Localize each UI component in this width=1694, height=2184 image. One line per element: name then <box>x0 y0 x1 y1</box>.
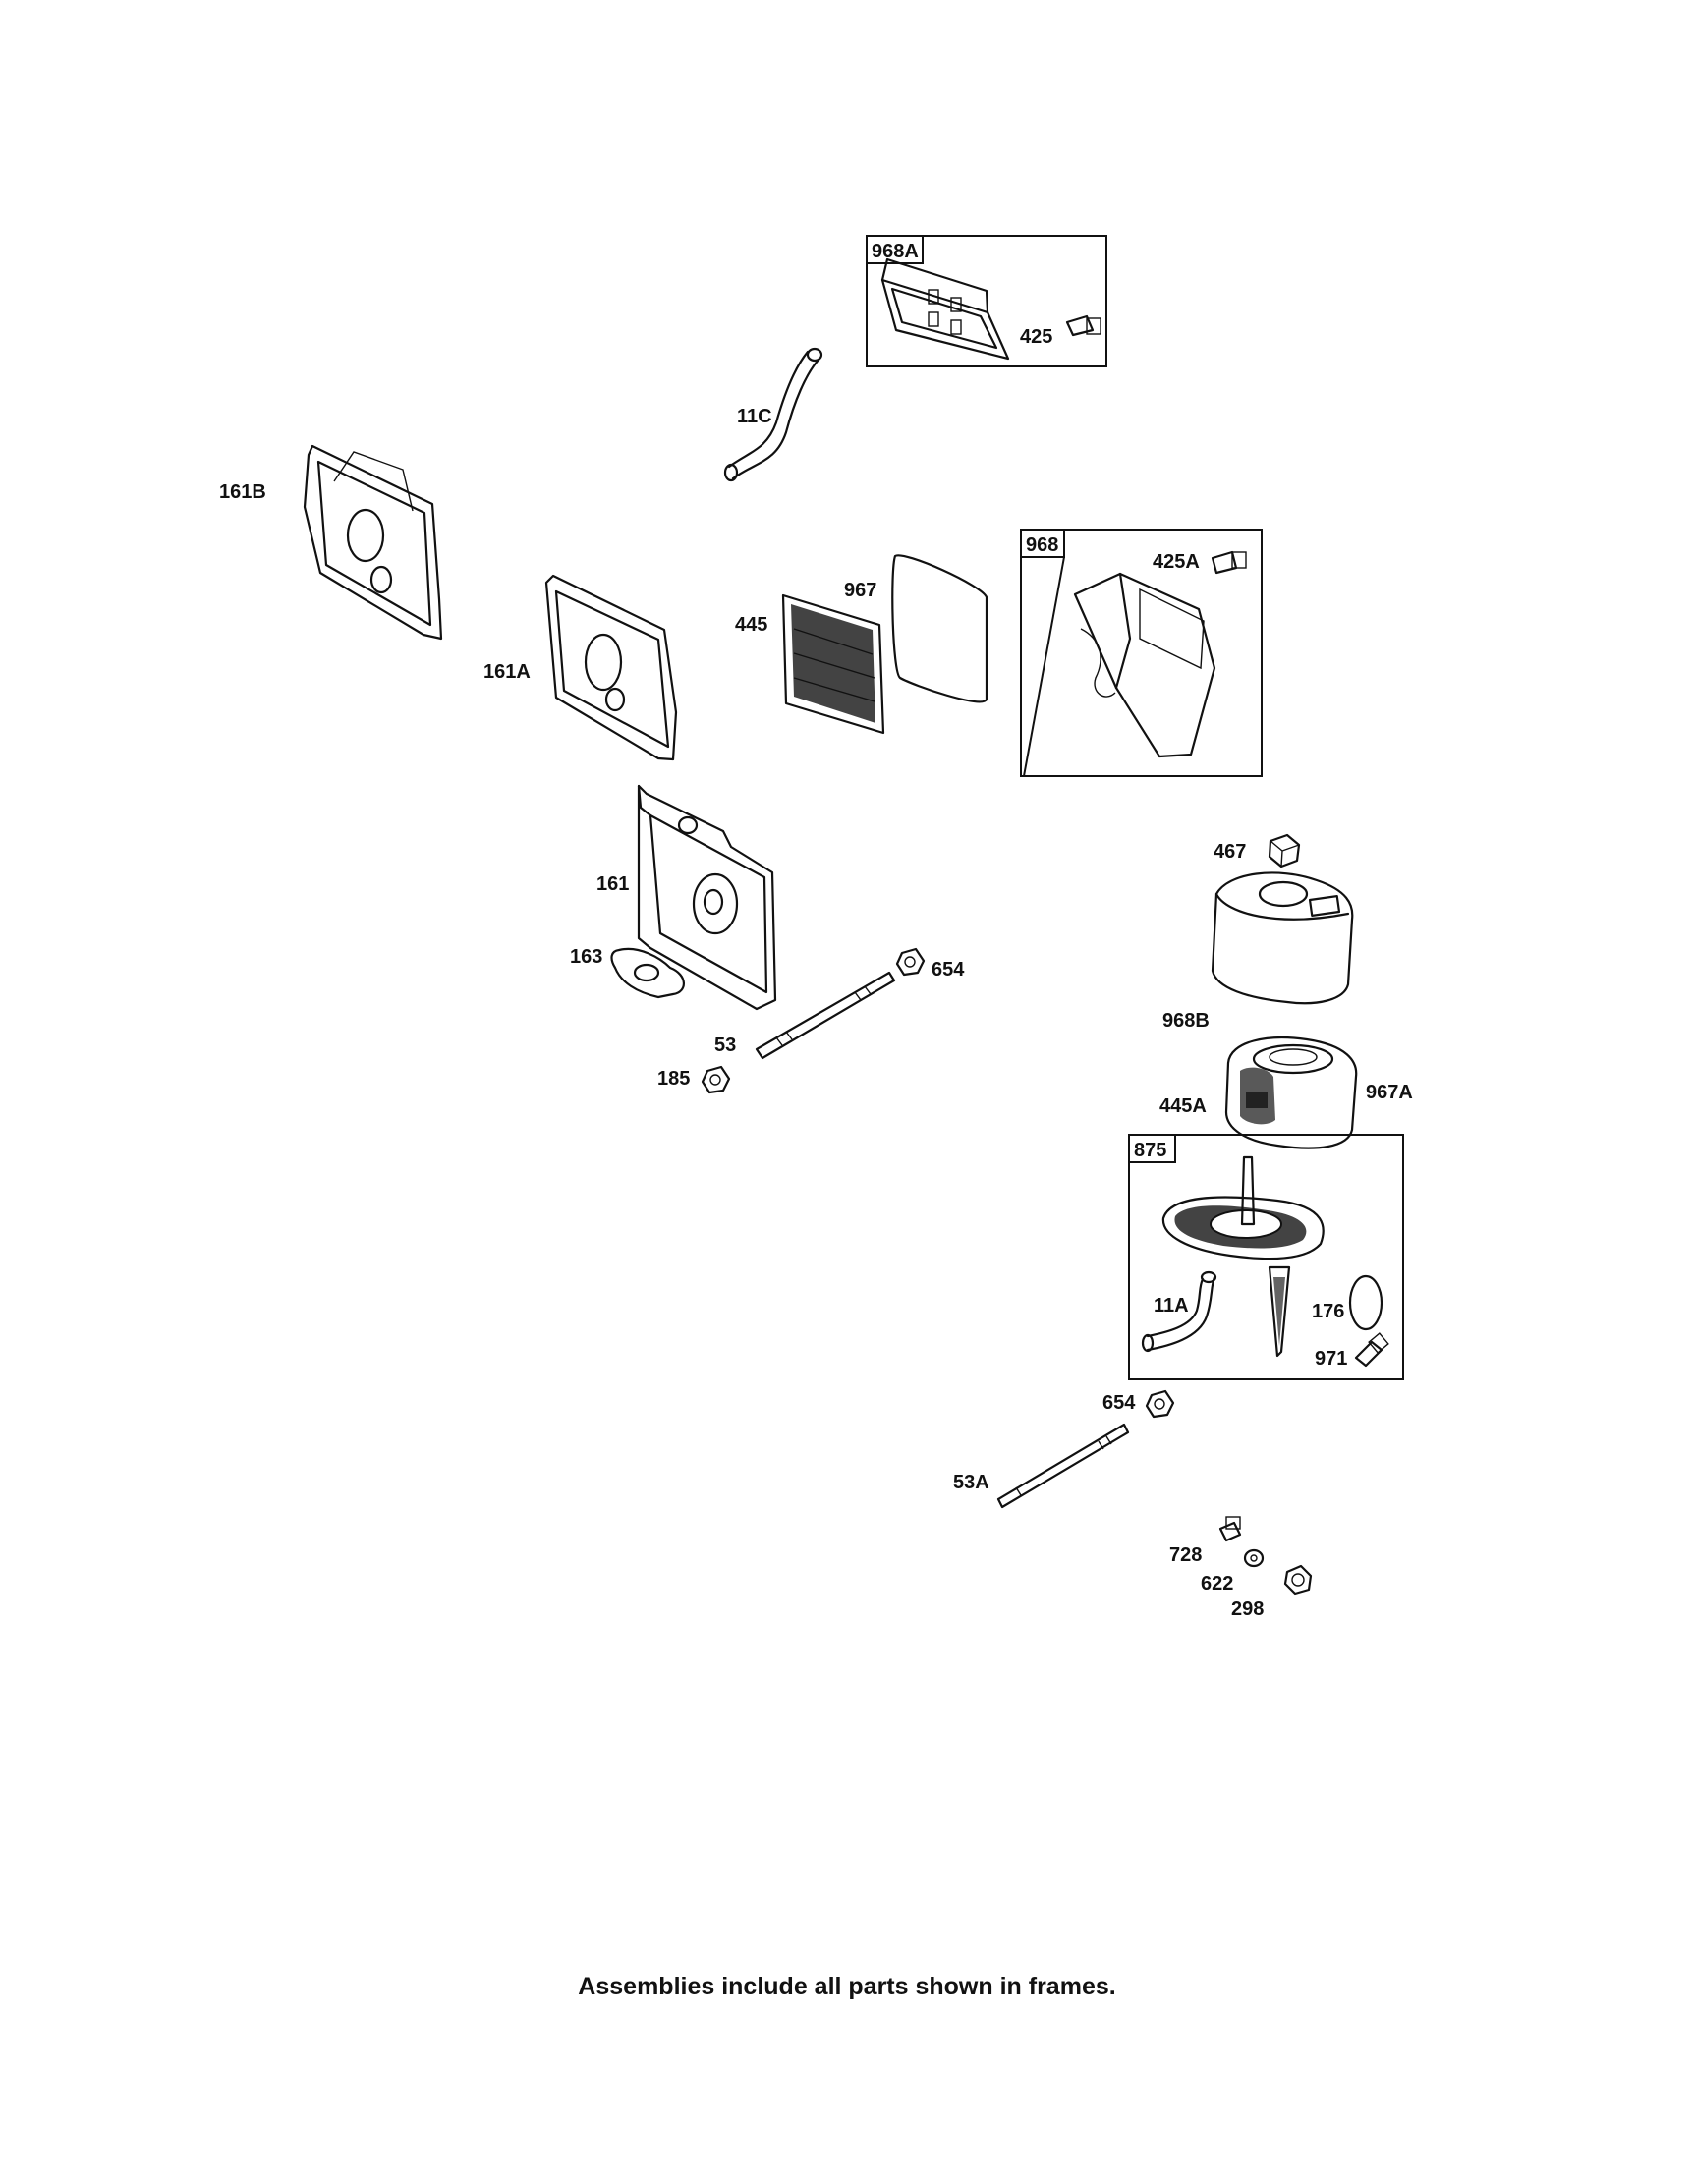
part-161-base <box>637 784 777 1011</box>
part-11C-hose <box>723 347 823 482</box>
label-728: 728 <box>1169 1544 1202 1566</box>
label-161: 161 <box>596 873 629 895</box>
part-654-nut-upper <box>895 947 926 977</box>
part-967-precleaner <box>891 554 988 703</box>
part-161B-cover <box>303 444 443 641</box>
frame-968: 968 <box>1020 529 1263 777</box>
part-445A-filter <box>1240 1067 1275 1125</box>
part-467-nut <box>1268 833 1301 868</box>
frame-875: 875 <box>1128 1134 1404 1380</box>
label-445: 445 <box>735 614 767 636</box>
label-53: 53 <box>714 1035 736 1056</box>
label-185: 185 <box>657 1068 690 1090</box>
label-967A: 967A <box>1366 1082 1413 1103</box>
label-11C: 11C <box>737 406 772 427</box>
part-875-base <box>1161 1155 1325 1358</box>
part-11A-hose <box>1141 1270 1217 1353</box>
part-53-stud <box>755 971 896 1060</box>
part-968B-cover <box>1211 871 1354 1005</box>
part-968A-cover <box>880 257 1010 361</box>
label-467: 467 <box>1214 841 1246 863</box>
frame-968A: 968A <box>866 235 1107 367</box>
part-622-washer <box>1243 1548 1265 1568</box>
part-967A-precleaner <box>1224 1036 1358 1149</box>
label-161B: 161B <box>219 481 266 503</box>
label-967: 967 <box>844 580 876 601</box>
label-161A: 161A <box>483 661 531 683</box>
part-425-screw <box>1065 314 1101 337</box>
part-163-gasket <box>610 947 685 999</box>
label-11A: 11A <box>1154 1295 1189 1316</box>
part-654-nut-lower <box>1145 1389 1175 1419</box>
part-161A-gasket <box>544 574 678 761</box>
part-968-shroud <box>1073 572 1216 758</box>
part-53A-stud <box>996 1423 1130 1509</box>
frame-968A-tag: 968A <box>872 241 919 262</box>
frame-875-tag: 875 <box>1134 1140 1166 1161</box>
part-445-filter <box>781 593 885 735</box>
label-445A: 445A <box>1159 1095 1207 1117</box>
label-163: 163 <box>570 946 602 968</box>
part-298-nut <box>1283 1564 1313 1596</box>
label-425: 425 <box>1020 326 1052 348</box>
assemblies-caption: Assemblies include all parts shown in fr… <box>578 1973 1116 2000</box>
label-622: 622 <box>1201 1573 1233 1595</box>
label-971: 971 <box>1315 1348 1347 1370</box>
label-53A: 53A <box>953 1472 989 1493</box>
part-728-screw <box>1218 1516 1242 1542</box>
frame-968-tag: 968 <box>1026 534 1058 556</box>
label-654-lower: 654 <box>1102 1392 1136 1414</box>
part-425A-screw <box>1211 550 1247 575</box>
part-185-nut <box>701 1065 731 1094</box>
label-654-upper: 654 <box>932 959 965 980</box>
label-176: 176 <box>1312 1301 1344 1322</box>
part-176-oring <box>1348 1274 1383 1331</box>
part-971-fitting <box>1354 1332 1389 1368</box>
label-968B: 968B <box>1162 1010 1210 1032</box>
label-425A: 425A <box>1153 551 1200 573</box>
label-298: 298 <box>1231 1598 1264 1620</box>
